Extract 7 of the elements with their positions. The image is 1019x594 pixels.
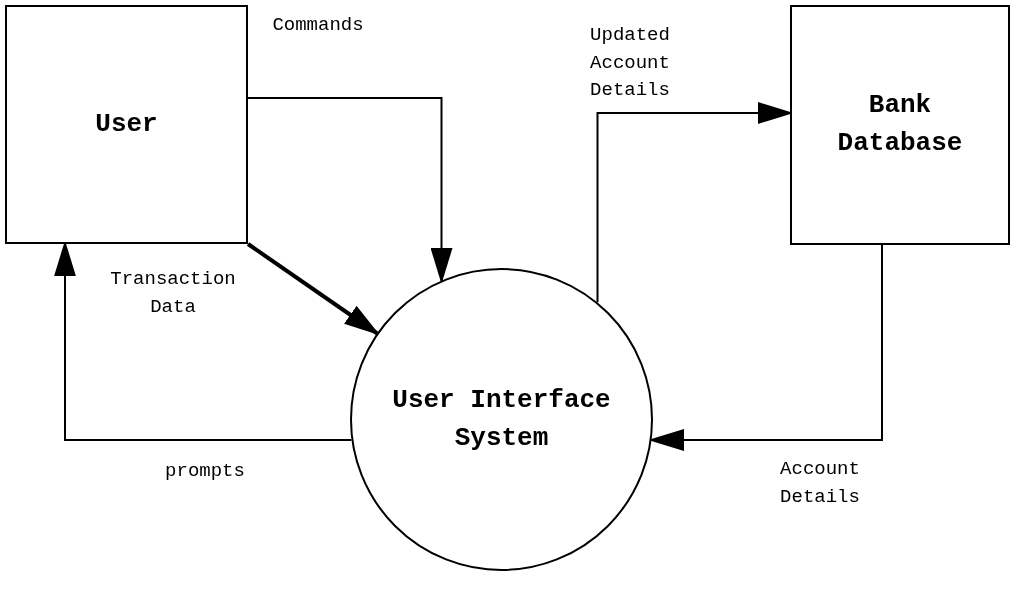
node-label: User — [95, 107, 158, 141]
arrow — [246, 242, 379, 335]
entity-box — [790, 5, 1010, 245]
node-label: Bank Database — [836, 89, 964, 160]
entity-box — [5, 5, 248, 244]
node-label: User Interface System — [391, 383, 612, 455]
arrow — [247, 97, 453, 283]
